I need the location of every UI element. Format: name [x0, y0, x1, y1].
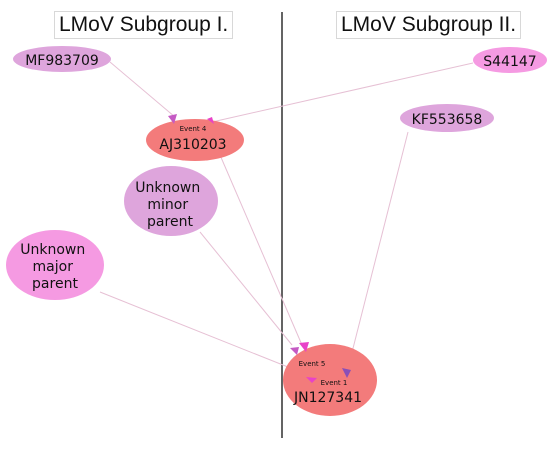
node-mf983709-label: MF983709	[25, 53, 99, 69]
link-s44147-event4	[211, 62, 474, 123]
unknown-major-line-3: parent	[32, 276, 78, 292]
event-1-label: Event 1	[321, 379, 348, 387]
subgroup-2-title: LMoV Subgroup II.	[336, 11, 522, 39]
network-links	[99, 61, 474, 378]
node-s44147: S44147	[473, 47, 547, 73]
event-4-arrow-major	[207, 117, 214, 124]
unknown-minor-line-2: minor	[147, 197, 188, 213]
link-aj310203-event5	[219, 154, 303, 346]
unknown-minor-line-1: Unknown	[135, 180, 200, 196]
unknown-major-line-1: Unknown	[20, 242, 85, 258]
event-1-arrow-minor	[342, 368, 351, 378]
link-mf983709-event4	[109, 61, 176, 118]
node-kf553658-shape	[400, 104, 494, 132]
node-aj310203-shape	[146, 119, 244, 161]
link-kf553658-event1	[347, 131, 409, 369]
link-unknown-minor-event5	[199, 231, 293, 346]
node-kf553658: KF553658	[400, 104, 494, 132]
node-unknown-minor-parent-shape	[124, 166, 218, 236]
node-unknown-minor-parent: Unknown minor parent	[124, 166, 218, 236]
node-mf983709-shape	[13, 46, 111, 72]
node-aj310203: AJ310203 Event 4	[146, 119, 244, 161]
node-s44147-label: S44147	[483, 54, 536, 70]
node-aj310203-label: AJ310203	[159, 137, 226, 153]
node-mf983709: MF983709	[13, 46, 111, 72]
node-kf553658-label: KF553658	[412, 112, 483, 128]
event-1-arrow-major	[306, 377, 317, 383]
unknown-major-line-2: major	[33, 259, 74, 275]
link-unknown-major-event1	[99, 291, 314, 378]
event-5-label: Event 5	[299, 360, 326, 368]
node-jn127341: JN127341 Event 5 Event 1	[283, 344, 377, 416]
node-unknown-minor-parent-label: Unknown minor parent	[135, 180, 204, 230]
subgroup-1-title: LMoV Subgroup I.	[54, 11, 234, 39]
event-4-label: Event 4	[180, 125, 207, 133]
node-s44147-shape	[473, 47, 547, 73]
node-unknown-major-parent-shape	[6, 230, 104, 300]
node-unknown-major-parent: Unknown major parent	[6, 230, 104, 300]
node-jn127341-shape	[283, 344, 377, 416]
node-unknown-major-parent-label: Unknown major parent	[20, 242, 89, 292]
event-4-arrow-minor	[168, 114, 177, 124]
event-5-arrow-minor	[290, 347, 299, 355]
node-jn127341-label: JN127341	[293, 390, 362, 406]
event-5-arrow-major	[299, 342, 309, 352]
unknown-minor-line-3: parent	[147, 214, 193, 230]
event-arrows	[168, 114, 351, 383]
